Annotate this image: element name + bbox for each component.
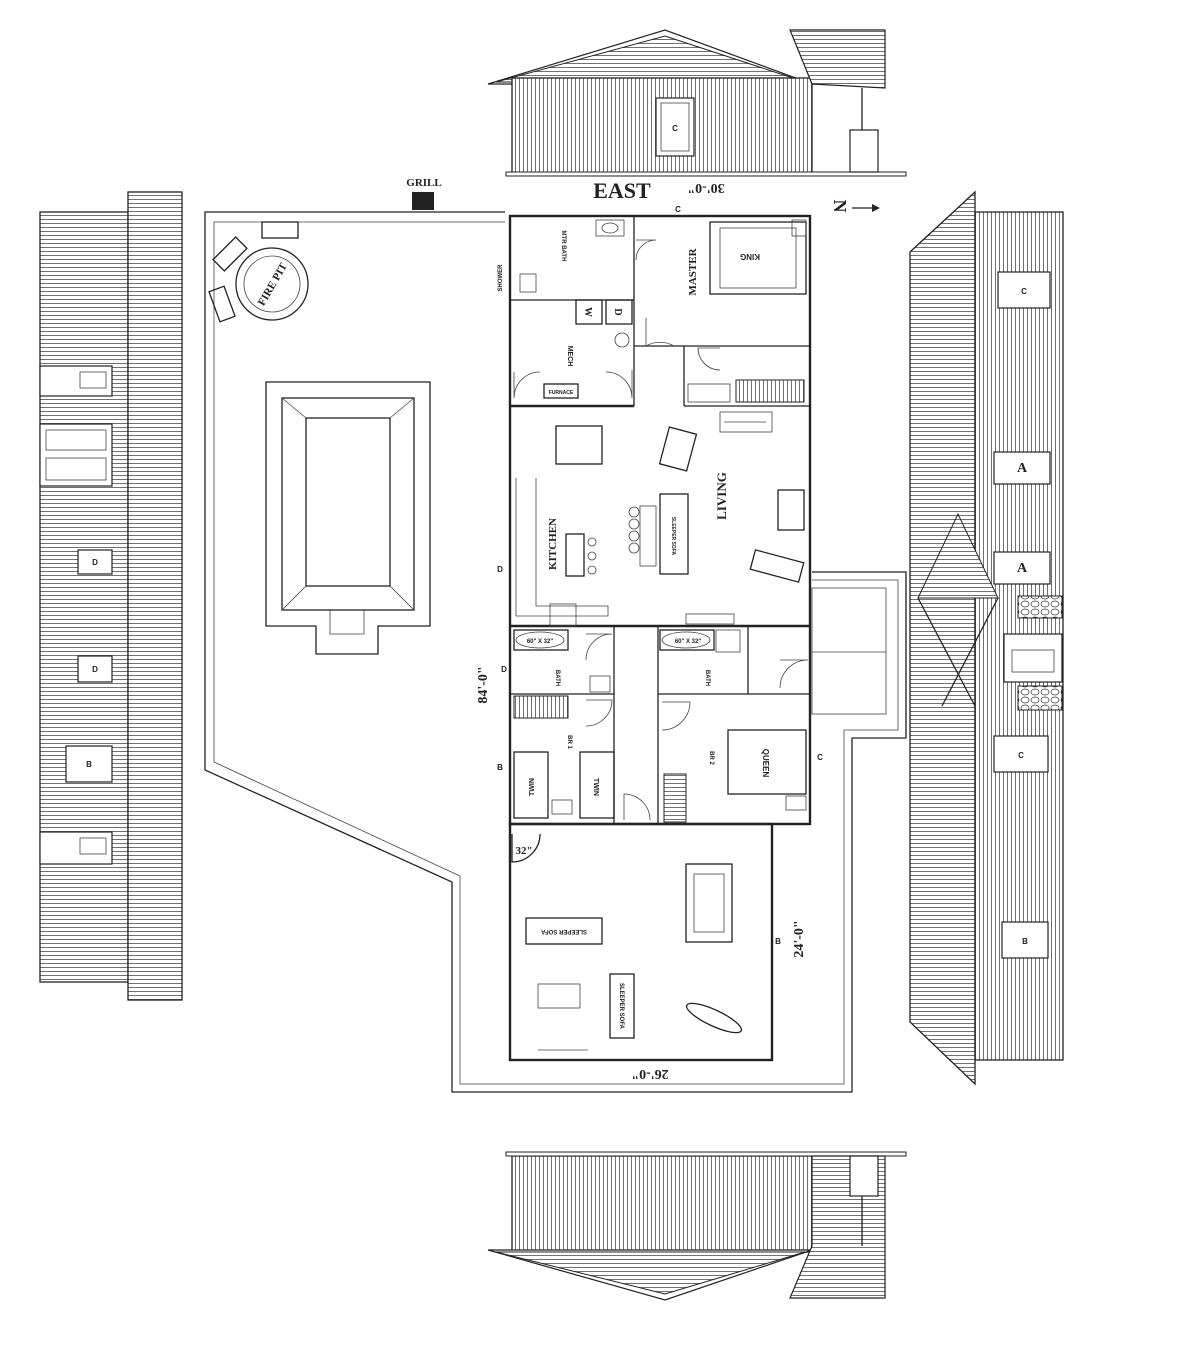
br1-label: BR 1 xyxy=(566,735,572,749)
tag-b-right: B xyxy=(1022,937,1028,946)
tag-b-left: B xyxy=(86,760,92,769)
bonus-sofa2-label: SLEEPER SOFA xyxy=(618,983,624,1030)
dryer-tag-2: D xyxy=(501,665,507,674)
kitchen-label: KITCHEN xyxy=(547,518,559,570)
furnace-label: FURNACE xyxy=(549,390,574,396)
tag-c-top: C xyxy=(672,124,678,133)
mech-label: MECH xyxy=(566,346,573,367)
bath1-label: BATH xyxy=(554,670,560,686)
queen-label: QUEEN xyxy=(761,749,770,778)
br2-label: BR 2 xyxy=(708,751,714,765)
tag-d-left2: D xyxy=(92,665,98,674)
fire-pit-label: FIRE PIT xyxy=(256,260,290,308)
w-label: W xyxy=(582,307,593,317)
window-tags: C C D D B B C B C A A C B xyxy=(86,124,1028,946)
tag-c-plan: C xyxy=(675,205,681,214)
dim-bottom: 26'-0" xyxy=(631,1066,668,1081)
dryer-tag-1: D xyxy=(497,565,503,574)
bonus-sofa1-label: SLEEPER SOFA xyxy=(540,928,587,934)
fire-pit xyxy=(208,221,309,323)
west-elevation xyxy=(487,1151,907,1301)
tag-a-right2: A xyxy=(1017,561,1028,576)
furniture xyxy=(513,219,807,1051)
shower-label: SHOWER xyxy=(498,264,504,292)
living-label: LIVING xyxy=(714,472,729,520)
south-elevation xyxy=(39,191,183,1001)
north-arrow xyxy=(852,204,880,212)
dim-top: 30'-0" xyxy=(687,180,724,195)
twin2-label: TWIN xyxy=(592,778,599,796)
d-label: D xyxy=(612,308,623,315)
tag-b-plan: B xyxy=(497,763,503,772)
tag-c-plan2: C xyxy=(817,753,823,762)
dim-right: 24'-0" xyxy=(792,920,807,957)
pool xyxy=(265,381,431,655)
tag-c-right2: C xyxy=(1018,751,1024,760)
deck-outline xyxy=(204,211,907,1093)
tub1-label: 60" X 32" xyxy=(527,639,554,645)
door-swings xyxy=(511,239,809,863)
tag-d-left: D xyxy=(92,558,98,567)
north-elevation xyxy=(909,190,1064,1086)
grill-icon xyxy=(412,192,434,210)
grill-label: GRILL xyxy=(406,177,441,189)
tag-c-right1: C xyxy=(1021,287,1027,296)
door-32-label: 32" xyxy=(515,845,532,857)
bath2-label: BATH xyxy=(704,670,710,686)
plan-labels: GRILL EAST 30'-0" N FIRE PIT MTR BATH SH… xyxy=(256,177,850,1081)
master-label: MASTER xyxy=(687,247,699,295)
sleeper-sofa-label: SLEEPER SOFA xyxy=(670,517,676,556)
east-elevation xyxy=(487,29,907,177)
dim-left: 84'-0" xyxy=(476,666,491,703)
tag-a-right1: A xyxy=(1017,461,1028,476)
mtr-bath-label: MTR BATH xyxy=(560,231,566,262)
tub2-label: 60" X 32" xyxy=(675,639,702,645)
king-label: KING xyxy=(740,252,760,261)
twin1-label: TWIN xyxy=(529,778,536,796)
east-label: EAST xyxy=(593,178,651,203)
north-label: N xyxy=(830,200,850,213)
tag-b-plan2: B xyxy=(775,937,781,946)
